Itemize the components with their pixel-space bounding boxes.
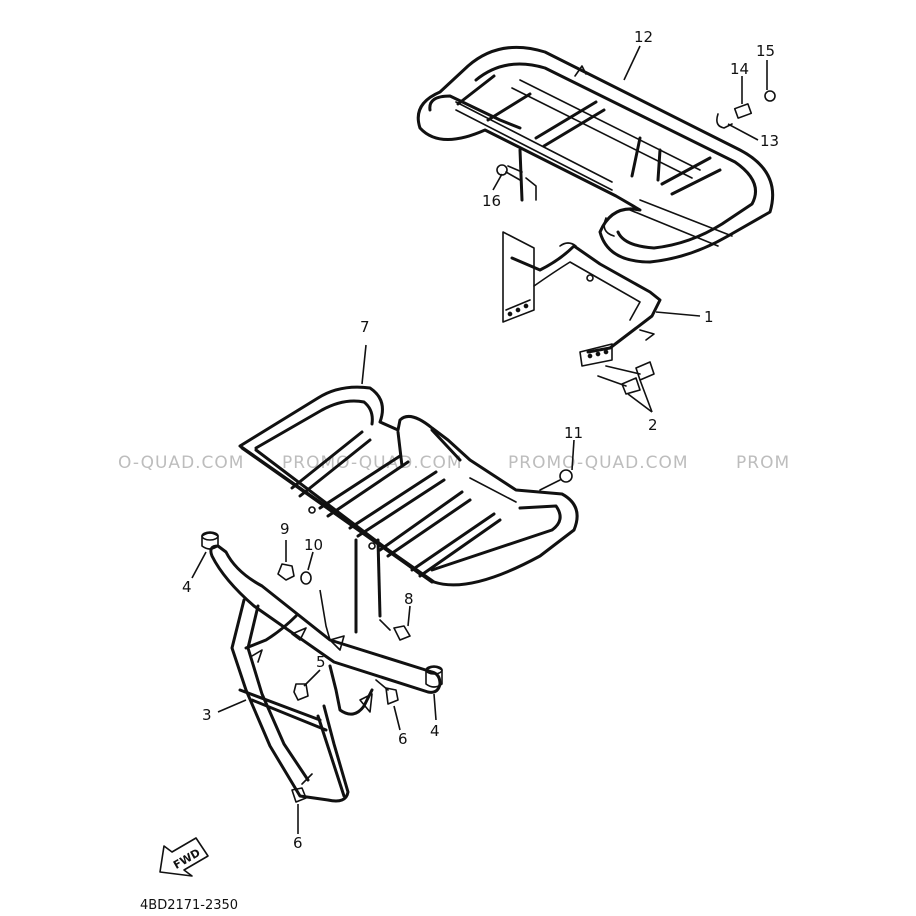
nut-washer <box>277 563 331 641</box>
callout-2: 2 <box>648 416 658 434</box>
callout-6: 6 <box>293 834 303 852</box>
drawing-code: 4BD2171-2350 <box>140 898 238 913</box>
callout-14: 14 <box>730 60 749 78</box>
nut-5 <box>293 683 309 701</box>
callout-9: 9 <box>280 520 290 538</box>
front-carrier <box>238 385 579 634</box>
callout-10: 10 <box>304 536 323 554</box>
grommets-4 <box>201 531 443 688</box>
bolt-8 <box>379 619 411 641</box>
rear-carrier <box>416 45 775 264</box>
callout-1: 1 <box>704 308 714 326</box>
bolt-11 <box>539 469 573 491</box>
watermarks: O-QUAD.COM PROMO-QUAD.COM PROMO-QUAD.COM… <box>118 453 790 473</box>
callout-16: 16 <box>482 192 501 210</box>
bolts-2 <box>597 361 655 395</box>
callout-8: 8 <box>404 590 414 608</box>
watermark-text: PROMO-QUAD.COM <box>508 453 689 473</box>
callout-12: 12 <box>634 28 653 46</box>
callout-4: 4 <box>430 722 440 740</box>
watermark-text: PROMO-QUAD.COM <box>282 453 463 473</box>
callout-4: 4 <box>182 578 192 596</box>
callout-15: 15 <box>756 42 775 60</box>
callout-13: 13 <box>760 132 779 150</box>
bolts-6 <box>291 679 399 803</box>
watermark-text: O-QUAD.COM <box>118 453 244 473</box>
callout-3: 3 <box>202 706 212 724</box>
callout-7: 7 <box>360 318 370 336</box>
callouts: 1 2 3 4 4 5 6 6 7 8 9 10 11 12 13 14 15 … <box>182 28 779 852</box>
callout-6: 6 <box>398 730 408 748</box>
callout-11: 11 <box>564 424 583 442</box>
hardware-13-15 <box>716 90 776 129</box>
front-guard <box>209 544 442 803</box>
leader-lines <box>191 45 768 834</box>
rear-bracket <box>502 231 662 367</box>
fwd-arrow-icon: FWD <box>159 837 209 877</box>
watermark-text: PROM <box>736 453 790 473</box>
callout-5: 5 <box>316 653 326 671</box>
